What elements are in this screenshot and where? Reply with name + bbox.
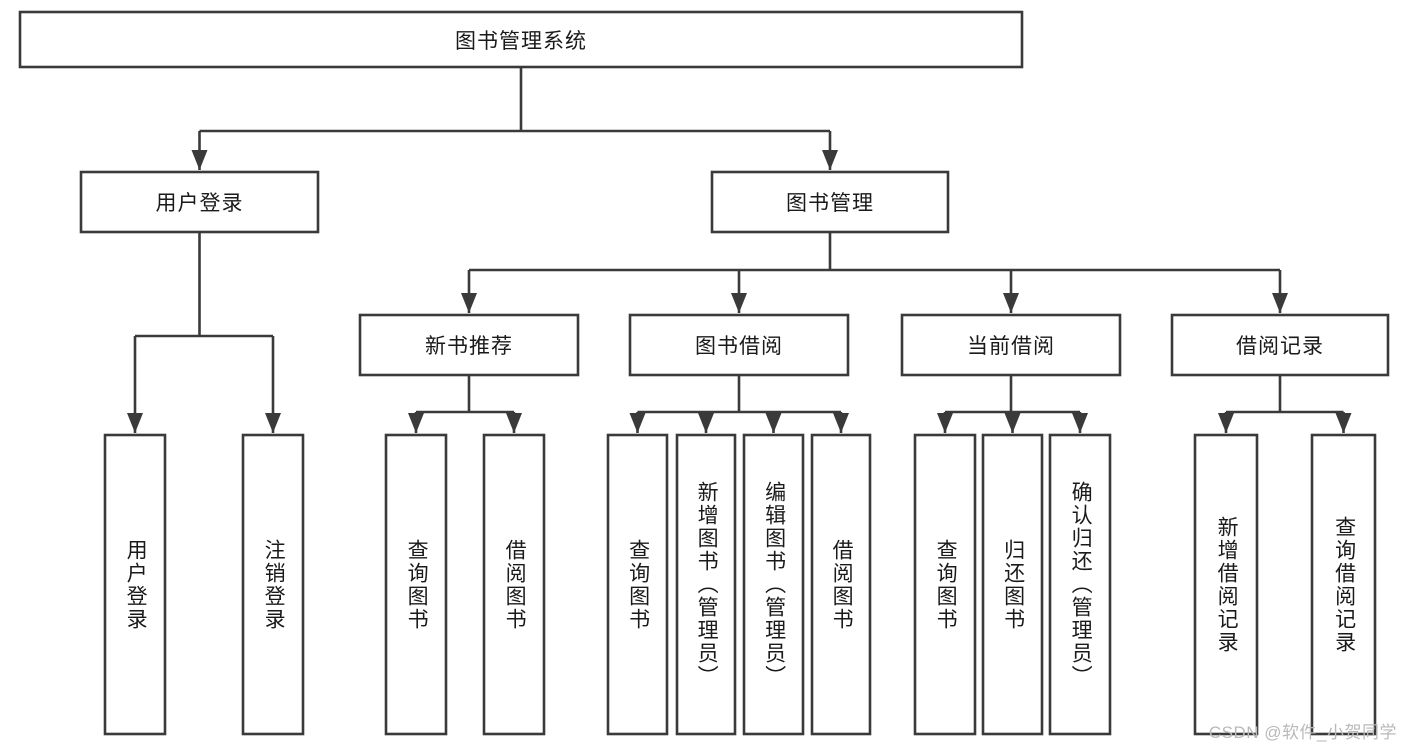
arrow-head-icon <box>1335 413 1352 433</box>
node-box-query-book-3[interactable] <box>913 433 977 736</box>
arrow-head-icon <box>731 293 747 313</box>
arrow-head-icon <box>765 413 782 433</box>
node-box-user-login[interactable] <box>79 170 320 234</box>
node-box-user-logout[interactable] <box>241 433 305 736</box>
arrow-head-icon <box>1004 413 1021 433</box>
node-box-book-borrow[interactable] <box>628 313 850 377</box>
boxes-layer <box>18 10 1390 736</box>
arrow-head-icon <box>833 413 849 433</box>
arrow-head-icon <box>408 413 424 433</box>
arrow-head-icon <box>822 150 838 170</box>
node-box-edit-book[interactable] <box>742 433 805 736</box>
arrow-head-icon <box>1272 293 1288 313</box>
arrow-head-icon <box>191 150 208 170</box>
node-box-query-book-2[interactable] <box>606 433 669 736</box>
arrow-head-icon <box>506 413 522 433</box>
node-box-query-borrow-record[interactable] <box>1310 433 1377 736</box>
node-box-current-borrow[interactable] <box>900 313 1122 377</box>
arrow-head-icon <box>698 413 714 433</box>
arrow-head-icon <box>937 413 953 433</box>
node-box-new-book-recommend[interactable] <box>358 313 580 377</box>
connectors-layer <box>127 67 1352 433</box>
node-box-borrow-records[interactable] <box>1170 313 1390 377</box>
node-box-book-management[interactable] <box>710 170 950 234</box>
arrow-head-icon <box>127 413 143 433</box>
node-box-confirm-return[interactable] <box>1048 433 1112 736</box>
arrow-head-icon <box>265 413 281 433</box>
arrow-head-icon <box>1218 413 1234 433</box>
node-box-root[interactable] <box>18 10 1024 69</box>
arrow-head-icon <box>461 293 477 313</box>
node-box-add-book[interactable] <box>675 433 737 736</box>
arrow-head-icon <box>1072 413 1088 433</box>
node-box-borrow-book-1[interactable] <box>482 433 546 736</box>
node-box-query-book-1[interactable] <box>384 433 448 736</box>
node-box-add-borrow-record[interactable] <box>1193 433 1259 736</box>
arrow-head-icon <box>1003 293 1019 313</box>
node-box-return-book[interactable] <box>981 433 1044 736</box>
arrow-head-icon <box>629 413 646 433</box>
watermark: CSDN @软件_小贺同学 <box>1208 723 1397 742</box>
node-box-user-login-do[interactable] <box>103 433 167 736</box>
node-box-borrow-book-2[interactable] <box>810 433 872 736</box>
